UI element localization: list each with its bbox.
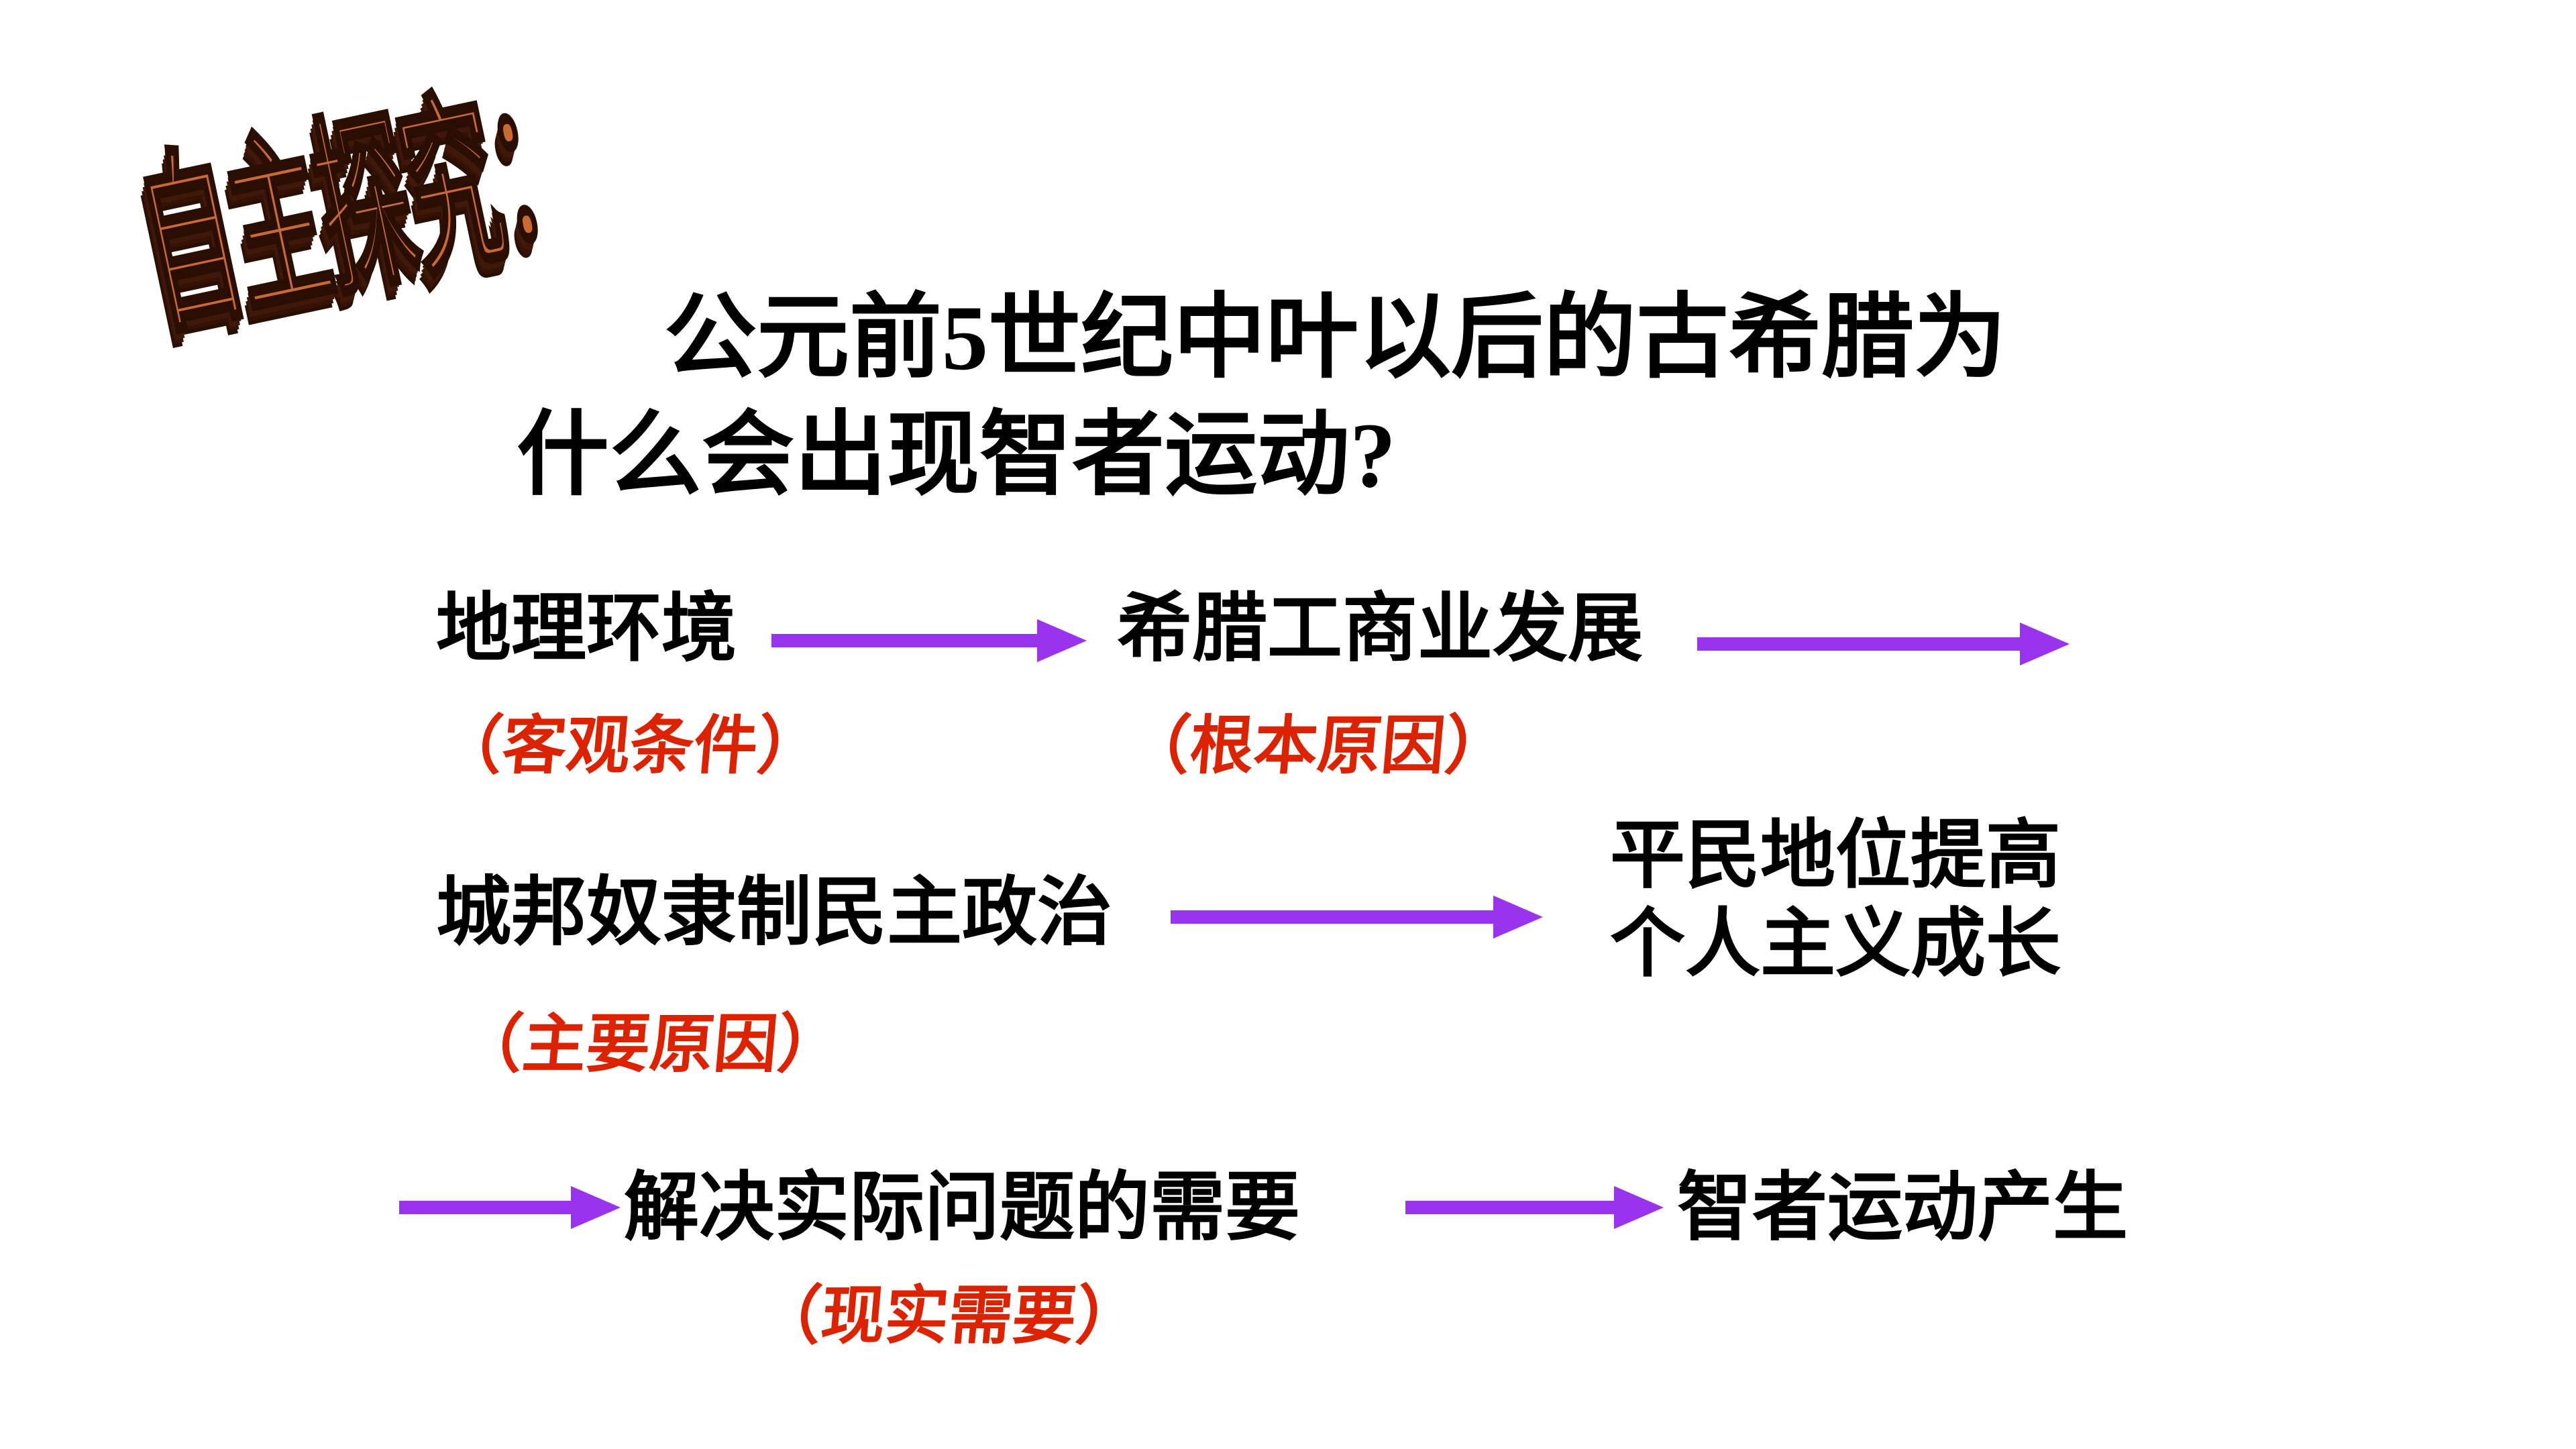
arrow-left-to-practical xyxy=(399,1186,621,1229)
node-civic-status-line-2: 个人主义成长 xyxy=(1610,903,2061,987)
wordart-title: 自主探究： xyxy=(123,56,605,360)
arrow-head-icon xyxy=(2020,623,2070,665)
main-title-line-2: 什么会出现智者运动? xyxy=(517,404,1397,506)
node-civic-status: 平民地位提高 个人主义成长 xyxy=(1610,812,2061,989)
node-practical-need: 解决实际问题的需要 xyxy=(624,1167,1300,1250)
arrow-head-icon xyxy=(1614,1186,1664,1229)
note-practical-need: （现实需要） xyxy=(754,1281,1143,1352)
arrow-shaft xyxy=(771,634,1037,647)
note-objective-condition: （客观条件） xyxy=(435,710,824,782)
node-civic-status-line-1: 平民地位提高 xyxy=(1610,814,2061,898)
node-geography: 地理环境 xyxy=(436,588,737,671)
arrow-head-icon xyxy=(1493,896,1543,938)
arrow-head-icon xyxy=(1037,619,1087,662)
arrow-democracy-to-status xyxy=(1171,896,1543,938)
arrow-shaft xyxy=(1405,1201,1614,1214)
node-polis-democracy: 城邦奴隶制民主政治 xyxy=(436,871,1112,955)
arrow-practical-to-sophist xyxy=(1405,1186,1664,1229)
node-greek-commerce: 希腊工商业发展 xyxy=(1117,588,1643,671)
node-sophist-movement: 智者运动产生 xyxy=(1677,1167,2128,1250)
arrow-geography-to-commerce xyxy=(771,619,1087,662)
arrow-shaft xyxy=(1171,910,1493,924)
arrow-commerce-right xyxy=(1697,623,2070,665)
arrow-shaft xyxy=(1697,637,2020,651)
arrow-shaft xyxy=(399,1201,571,1214)
note-fundamental-cause: （根本原因） xyxy=(1123,710,1512,782)
arrow-head-icon xyxy=(571,1186,621,1229)
note-main-cause: （主要原因） xyxy=(455,1009,845,1080)
main-title-line-1: 公元前5世纪中叶以后的古希腊为 xyxy=(664,286,2007,389)
